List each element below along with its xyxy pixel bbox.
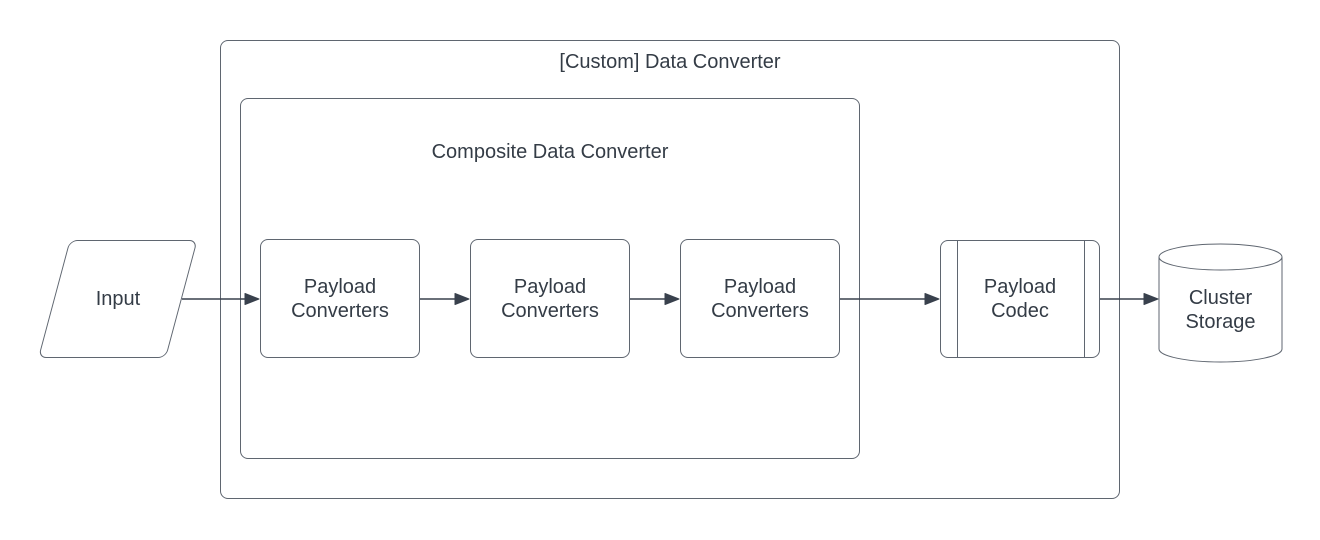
arrowhead-icon bbox=[1143, 293, 1159, 305]
node-label-payload-converters-2: Payload Converters bbox=[501, 275, 599, 322]
container-composite-data-converter bbox=[240, 98, 860, 459]
node-payload-converters-3-shape bbox=[680, 239, 840, 358]
node-label-payload-converters-3: Payload Converters bbox=[711, 275, 809, 322]
node-label-cluster-storage: Cluster Storage bbox=[1185, 286, 1256, 333]
container-custom-data-converter bbox=[220, 40, 1120, 499]
node-label-input: Input bbox=[95, 288, 141, 310]
node-payload-converters-2-shape bbox=[470, 239, 630, 358]
codec-right-bar bbox=[1084, 241, 1085, 357]
container-label-custom-data-converter: [Custom] Data Converter bbox=[559, 51, 781, 73]
container-label-composite-data-converter: Composite Data Converter bbox=[431, 141, 669, 163]
node-payload-converters-1-shape bbox=[260, 239, 420, 358]
node-label-payload-converters-1: Payload Converters bbox=[291, 275, 389, 322]
codec-left-bar bbox=[957, 241, 958, 357]
node-payload-codec-shape bbox=[940, 240, 1100, 358]
node-label-payload-codec: Payload Codec bbox=[983, 276, 1057, 322]
